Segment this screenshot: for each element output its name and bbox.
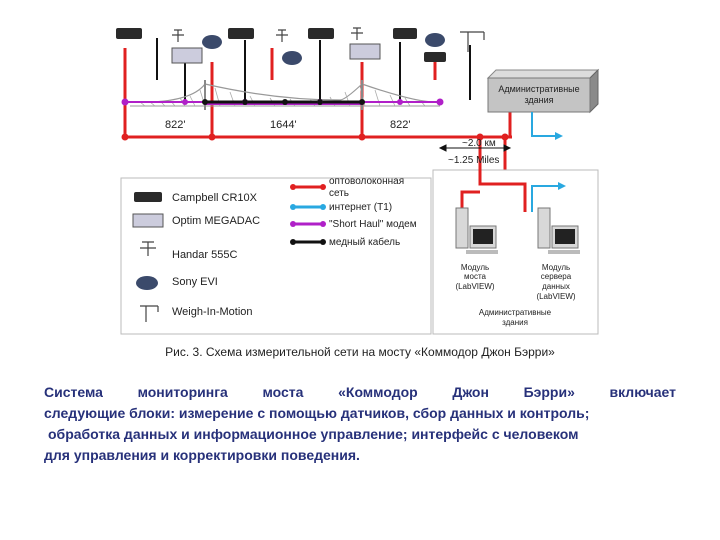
- admin-top-label-2: здания: [524, 95, 553, 105]
- legend-device: Optim MEGADAC: [172, 215, 260, 227]
- description-paragraph: Система мониторинга моста «Коммодор Джон…: [44, 382, 676, 466]
- admin-bottom-label: Административные: [479, 308, 552, 317]
- module-bridge-label: Модуль: [461, 263, 489, 272]
- admin-bottom-label: здания: [502, 318, 528, 327]
- line-legend: [290, 184, 326, 245]
- legend-line-label: оптоволоконная: [329, 176, 404, 187]
- legend-line-label: сеть: [329, 188, 349, 199]
- span-label: 1644': [270, 119, 297, 131]
- admin-top-label-1: Административные: [498, 84, 579, 94]
- fiber-feeders: [123, 48, 512, 170]
- module-server-label: данных: [542, 282, 570, 291]
- computer-bridge-icon: [455, 207, 498, 254]
- fiber-nodes: [121, 133, 509, 141]
- legend-line-label: "Short Haul" модем: [329, 219, 417, 230]
- text-line: Система мониторинга моста «Коммодор Джон…: [44, 384, 676, 400]
- copper-nodes: [202, 99, 365, 105]
- internet-arrowhead-bottom: [558, 182, 566, 190]
- distance-miles: ~1.25 Miles: [448, 155, 499, 166]
- legend-box: [120, 177, 432, 335]
- text-line: для управления и корректировки поведения…: [44, 447, 360, 463]
- span-label: 822': [390, 119, 410, 131]
- copper-taps: [156, 38, 471, 100]
- module-server-label: (LabVIEW): [536, 292, 575, 301]
- internet-link-bottom: [531, 185, 558, 212]
- span-label: 822': [165, 119, 185, 131]
- legend-device: Handar 555C: [172, 249, 237, 261]
- fiber-to-server: [478, 165, 527, 212]
- legend-device-icons: [132, 192, 164, 322]
- legend-device: Sony EVI: [172, 276, 218, 288]
- figure-caption: Рис. 3. Схема измерительной сети на мост…: [165, 345, 555, 359]
- module-bridge-label: моста: [464, 272, 487, 281]
- text-line: обработка данных и информационное управл…: [48, 426, 579, 442]
- distance-markers: [438, 144, 512, 152]
- internet-arrowhead: [555, 132, 563, 140]
- text-line: следующие блоки: измерение с помощью дат…: [44, 405, 590, 421]
- module-server-label: Модуль: [542, 263, 570, 272]
- distance-km: ~2.0 км: [462, 138, 496, 149]
- legend-line-label: интернет (T1): [329, 202, 392, 213]
- internet-link-top: [531, 112, 555, 137]
- legend-line-label: медный кабель: [329, 236, 400, 248]
- legend-device: Weigh-In-Motion: [172, 306, 253, 318]
- device-icons-top: [116, 27, 485, 65]
- admin-building-top: [486, 68, 600, 114]
- bridge-truss: [129, 80, 441, 110]
- module-bridge-label: (LabVIEW): [455, 282, 494, 291]
- legend-device: Campbell CR10X: [172, 192, 258, 204]
- computer-server-icon: [537, 207, 580, 254]
- fiber-to-bridge-module: [460, 190, 480, 212]
- module-server-label: сервера: [541, 272, 572, 281]
